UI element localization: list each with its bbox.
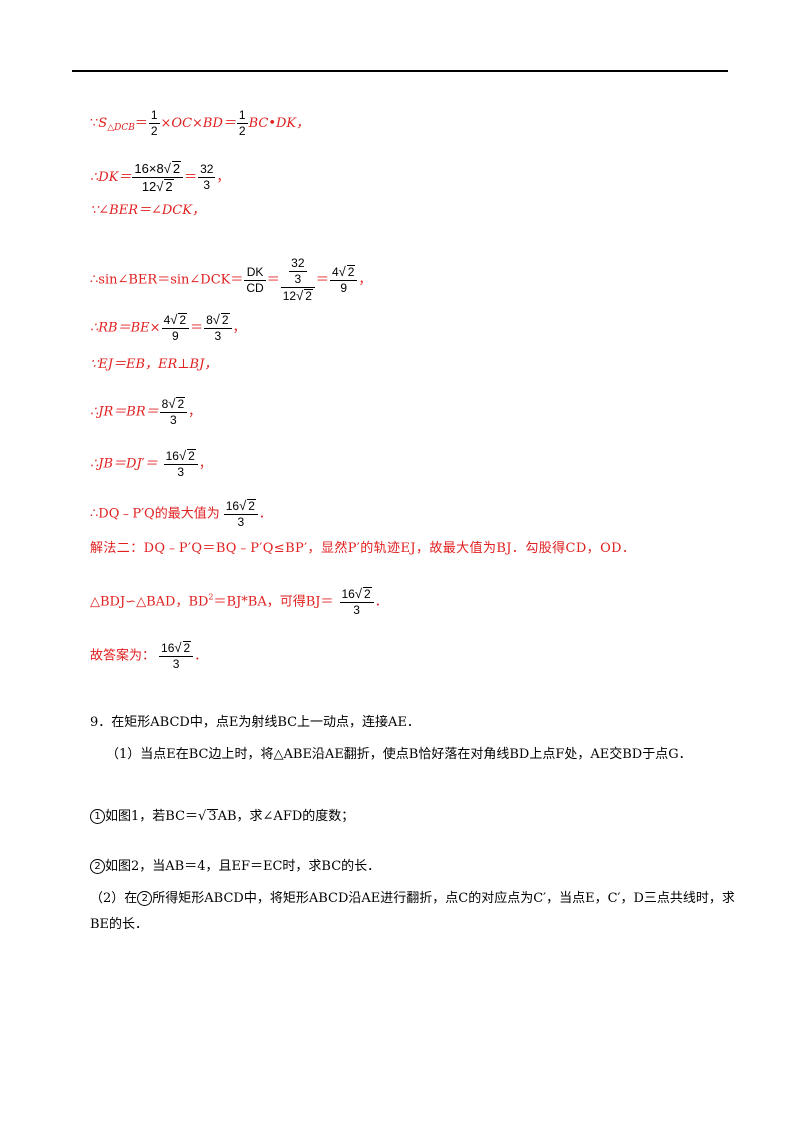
- circled-number: 2: [137, 891, 153, 906]
- question-9-stem: 9．在矩形ABCD中，点E为射线BC上一动点，连接AE．: [90, 715, 420, 730]
- circled-number: 1: [90, 809, 105, 824]
- solution-line-6: ∵EJ＝EB，ER⊥BJ，: [90, 357, 218, 372]
- solution-line-10: 解法二：DQ﹣P′Q＝BQ﹣P′Q≤BP′，显然P′的轨迹EJ，故最大值为BJ．…: [90, 541, 636, 556]
- header-rule: [72, 70, 728, 72]
- solution-line-3: ∵∠BER＝∠DCK，: [90, 203, 205, 218]
- question-9-part-1: （1）当点E在BC边上时，将△ABE沿AE翻折，使点B恰好落在对角线BD上点F处…: [106, 747, 692, 762]
- circled-number: 2: [90, 859, 105, 874]
